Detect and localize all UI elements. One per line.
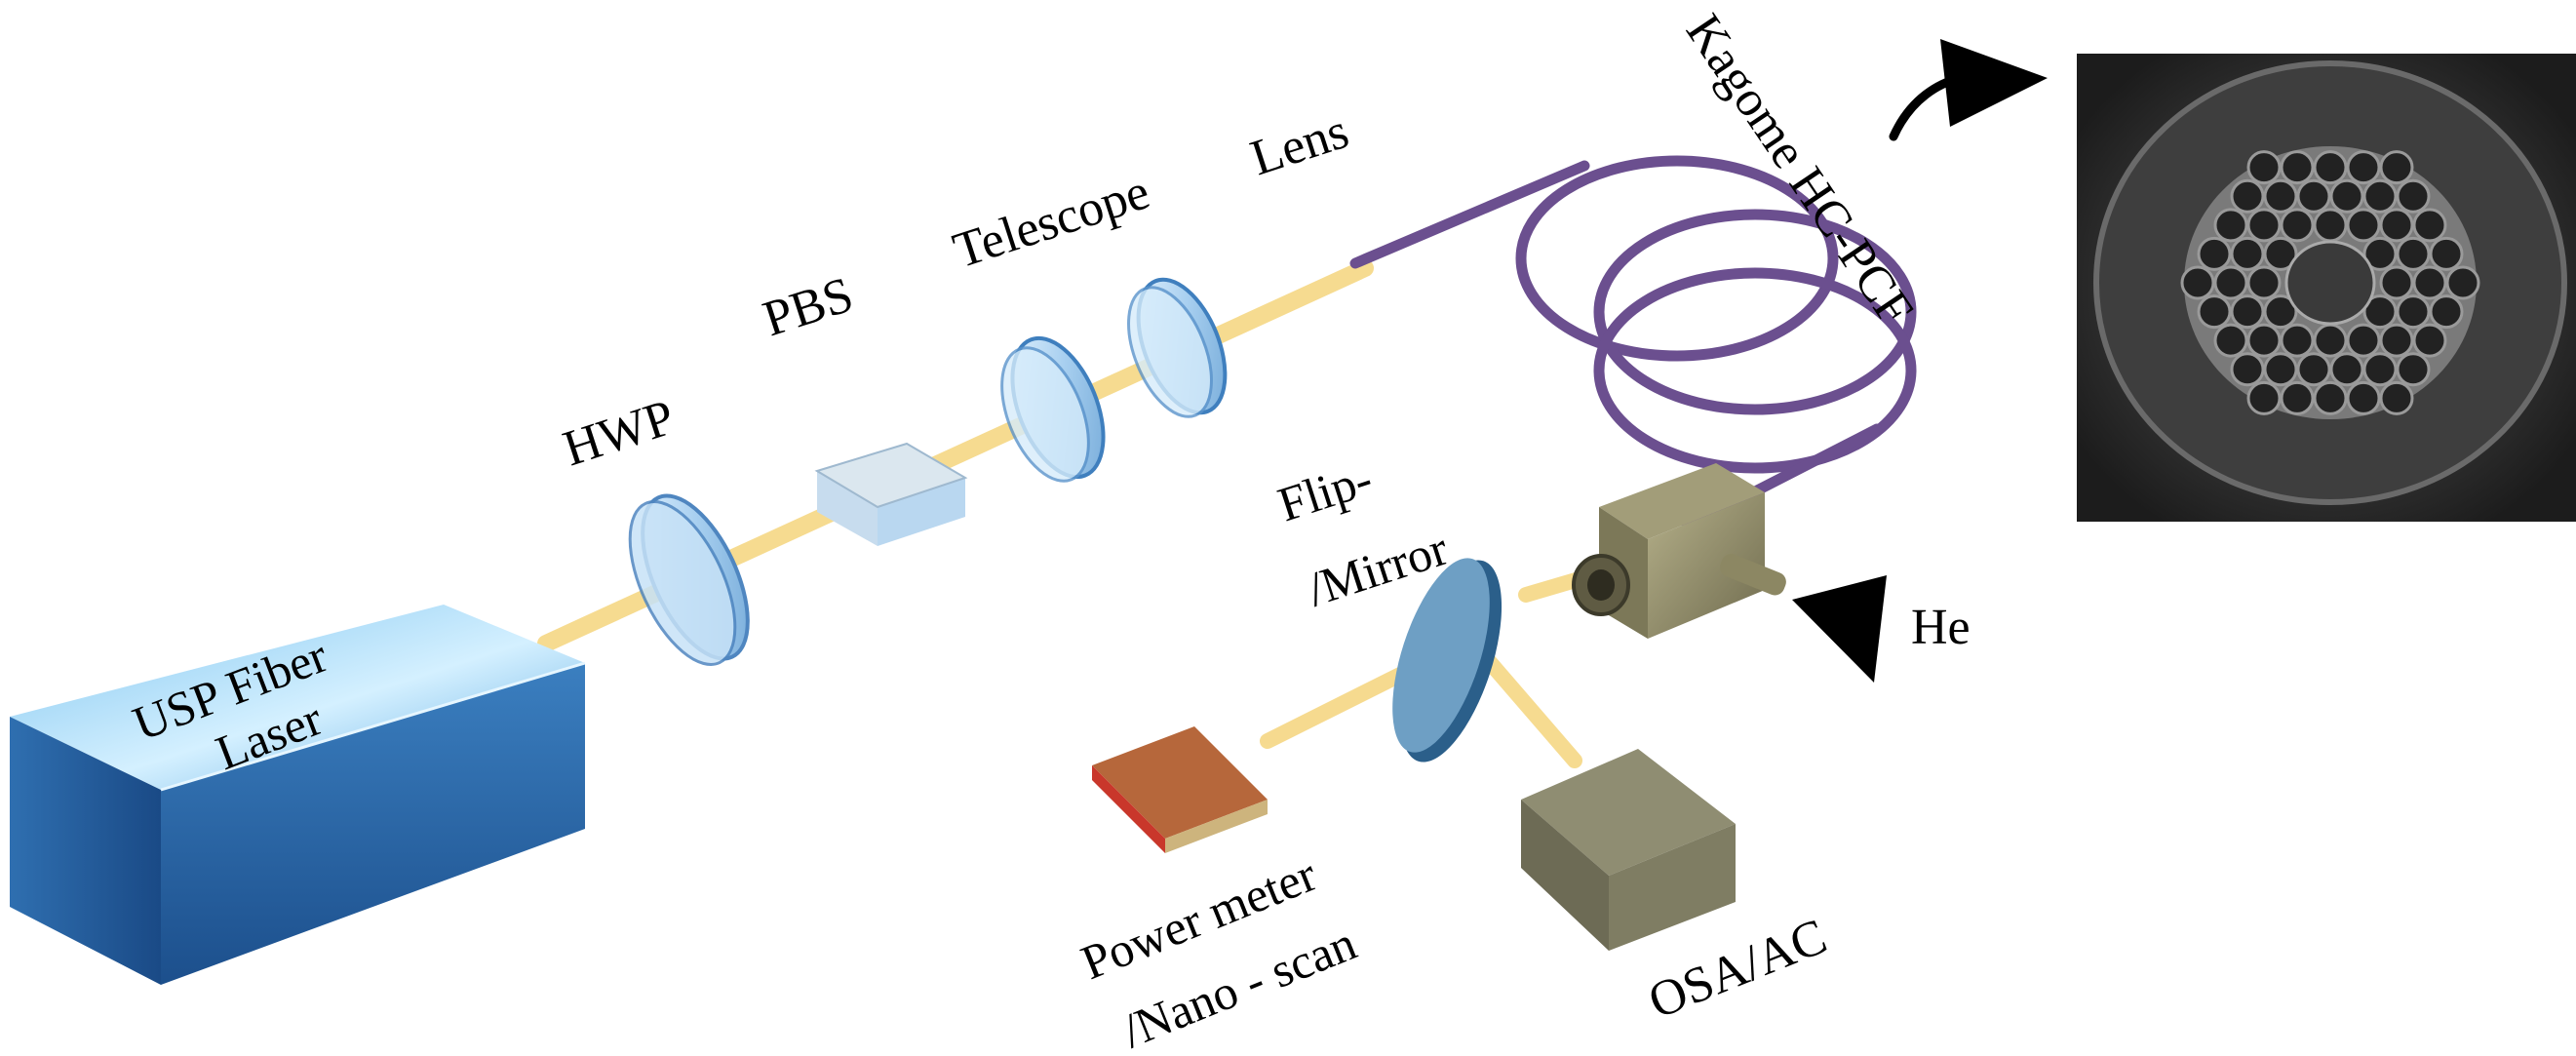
capillary-tube	[2412, 323, 2447, 358]
capillary-tube	[2362, 178, 2398, 214]
capillary-tube	[2263, 352, 2298, 387]
fiber-label: Kagome HC-PCF	[1675, 5, 1924, 336]
helium-label: He	[1911, 600, 1971, 655]
micrograph-arrow-icon	[1889, 39, 2048, 141]
telescope-label: Telescope	[947, 164, 1156, 279]
capillary-tube	[2313, 208, 2348, 243]
capillary-tube	[2180, 265, 2215, 300]
capillary-tube	[2263, 178, 2298, 214]
capillary-tube	[2396, 178, 2431, 214]
lens-label: Lens	[1244, 103, 1355, 186]
capillary-tube	[2313, 380, 2348, 415]
flip-mirror-label-line1: Flip-	[1271, 450, 1379, 531]
pbs-cube	[814, 442, 968, 546]
capillary-tube	[2329, 352, 2364, 387]
capillary-tube	[2445, 265, 2480, 300]
capillary-tube	[2346, 380, 2381, 415]
capillary-tube	[2379, 265, 2414, 300]
capillary-tube	[2346, 208, 2381, 243]
capillary-tube	[2396, 352, 2431, 387]
capillary-tube	[2379, 323, 2414, 358]
capillary-tube	[2280, 380, 2315, 415]
capillary-tube	[2230, 236, 2265, 271]
capillary-tube	[2412, 208, 2447, 243]
capillary-tube	[2246, 380, 2282, 415]
osa-ac-box	[1521, 749, 1736, 951]
capillary-tube	[2296, 178, 2331, 214]
arrow-triangle-icon	[1792, 575, 1887, 683]
capillary-tube	[2362, 236, 2398, 271]
capillary-tube	[2213, 265, 2248, 300]
capillary-tube	[2263, 236, 2298, 271]
kagome-fiber-coil	[1349, 155, 1917, 532]
capillary-tube	[2213, 208, 2248, 243]
pbs-label: PBS	[757, 267, 860, 348]
hwp-label: HWP	[557, 389, 682, 477]
capillary-tube	[2246, 323, 2282, 358]
fiber-cross-section-image	[2077, 54, 2576, 522]
capillary-tube	[2230, 294, 2265, 330]
capillary-tube	[2429, 236, 2464, 271]
hwp-waveplate	[628, 493, 750, 666]
capillary-tube	[2230, 352, 2265, 387]
gas-cell	[1572, 463, 1786, 639]
capillary-tube	[2246, 265, 2282, 300]
capillary-tube	[2396, 236, 2431, 271]
flip-mirror	[1392, 558, 1503, 763]
capillary-tube	[2263, 294, 2298, 330]
capillary-tube	[2246, 150, 2282, 185]
capillary-tube	[2379, 150, 2414, 185]
capillary-tube	[2280, 323, 2315, 358]
capillary-tube	[2412, 265, 2447, 300]
capillary-tube	[2313, 150, 2348, 185]
telescope-lens-1	[1000, 335, 1106, 483]
capillary-tube	[2296, 352, 2331, 387]
capillary-tube	[2429, 294, 2464, 330]
capillary-tube	[2346, 150, 2381, 185]
capillary-tube	[2197, 236, 2232, 271]
capillary-tube	[2379, 208, 2414, 243]
capillary-tube	[2362, 352, 2398, 387]
capillary-tube	[2379, 380, 2414, 415]
usp-fiber-laser	[10, 605, 586, 985]
capillary-tube	[2346, 323, 2381, 358]
capillary-tube	[2246, 208, 2282, 243]
capillary-tube	[2396, 294, 2431, 330]
capillary-tube	[2280, 150, 2315, 185]
capillary-tube	[2197, 294, 2232, 330]
capillary-tube	[2213, 323, 2248, 358]
capillary-tube	[2329, 178, 2364, 214]
capillary-tube	[2313, 323, 2348, 358]
telescope-lens-2	[1127, 277, 1228, 418]
power-meter	[1092, 726, 1268, 853]
capillary-tube	[2280, 208, 2315, 243]
capillary-tube	[2362, 294, 2398, 330]
capillary-tube	[2230, 178, 2265, 214]
